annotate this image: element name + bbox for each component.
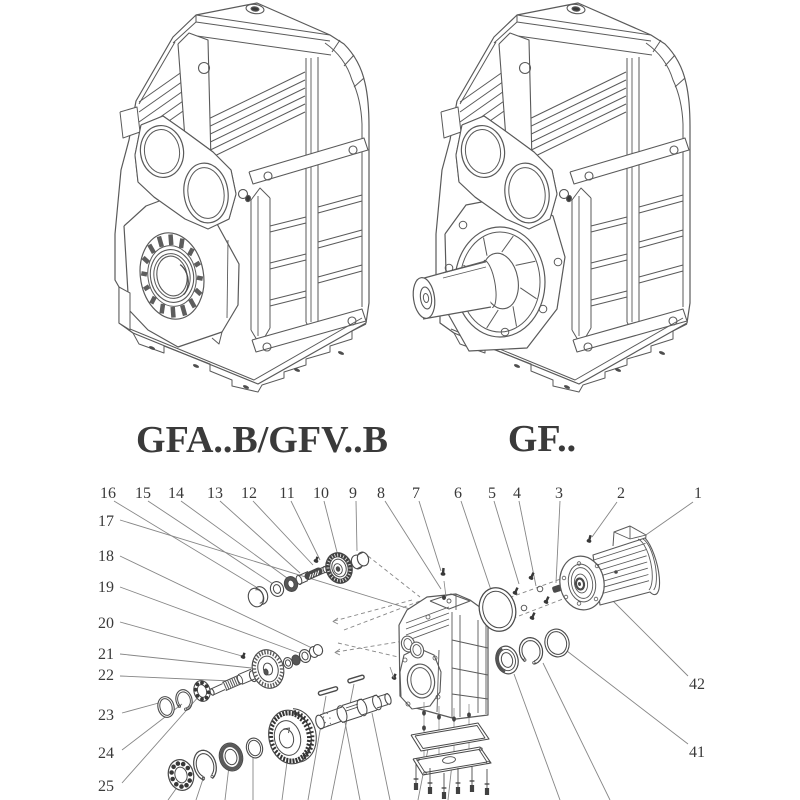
svg-text:2: 2 xyxy=(617,485,625,502)
svg-text:16: 16 xyxy=(100,485,116,502)
svg-text:1: 1 xyxy=(694,485,702,502)
svg-text:21: 21 xyxy=(98,646,114,663)
svg-text:20: 20 xyxy=(98,615,114,632)
svg-text:11: 11 xyxy=(279,485,294,502)
svg-text:GF..: GF.. xyxy=(508,418,576,460)
svg-text:4: 4 xyxy=(513,485,521,502)
svg-text:42: 42 xyxy=(689,676,705,693)
svg-text:25: 25 xyxy=(98,778,114,795)
svg-text:5: 5 xyxy=(488,485,496,502)
svg-text:23: 23 xyxy=(98,707,114,724)
svg-text:14: 14 xyxy=(168,485,184,502)
svg-text:18: 18 xyxy=(98,548,114,565)
svg-text:8: 8 xyxy=(377,485,385,502)
svg-text:22: 22 xyxy=(98,667,114,684)
svg-text:9: 9 xyxy=(349,485,357,502)
svg-text:7: 7 xyxy=(412,485,420,502)
svg-text:24: 24 xyxy=(98,745,114,762)
svg-text:10: 10 xyxy=(313,485,329,502)
svg-text:41: 41 xyxy=(689,744,705,761)
svg-text:13: 13 xyxy=(207,485,223,502)
svg-text:15: 15 xyxy=(135,485,151,502)
svg-text:GFA..B/GFV..B: GFA..B/GFV..B xyxy=(136,419,388,461)
svg-text:12: 12 xyxy=(241,485,257,502)
svg-text:3: 3 xyxy=(555,485,563,502)
svg-text:19: 19 xyxy=(98,579,114,596)
svg-text:6: 6 xyxy=(454,485,462,502)
svg-text:17: 17 xyxy=(98,513,114,530)
